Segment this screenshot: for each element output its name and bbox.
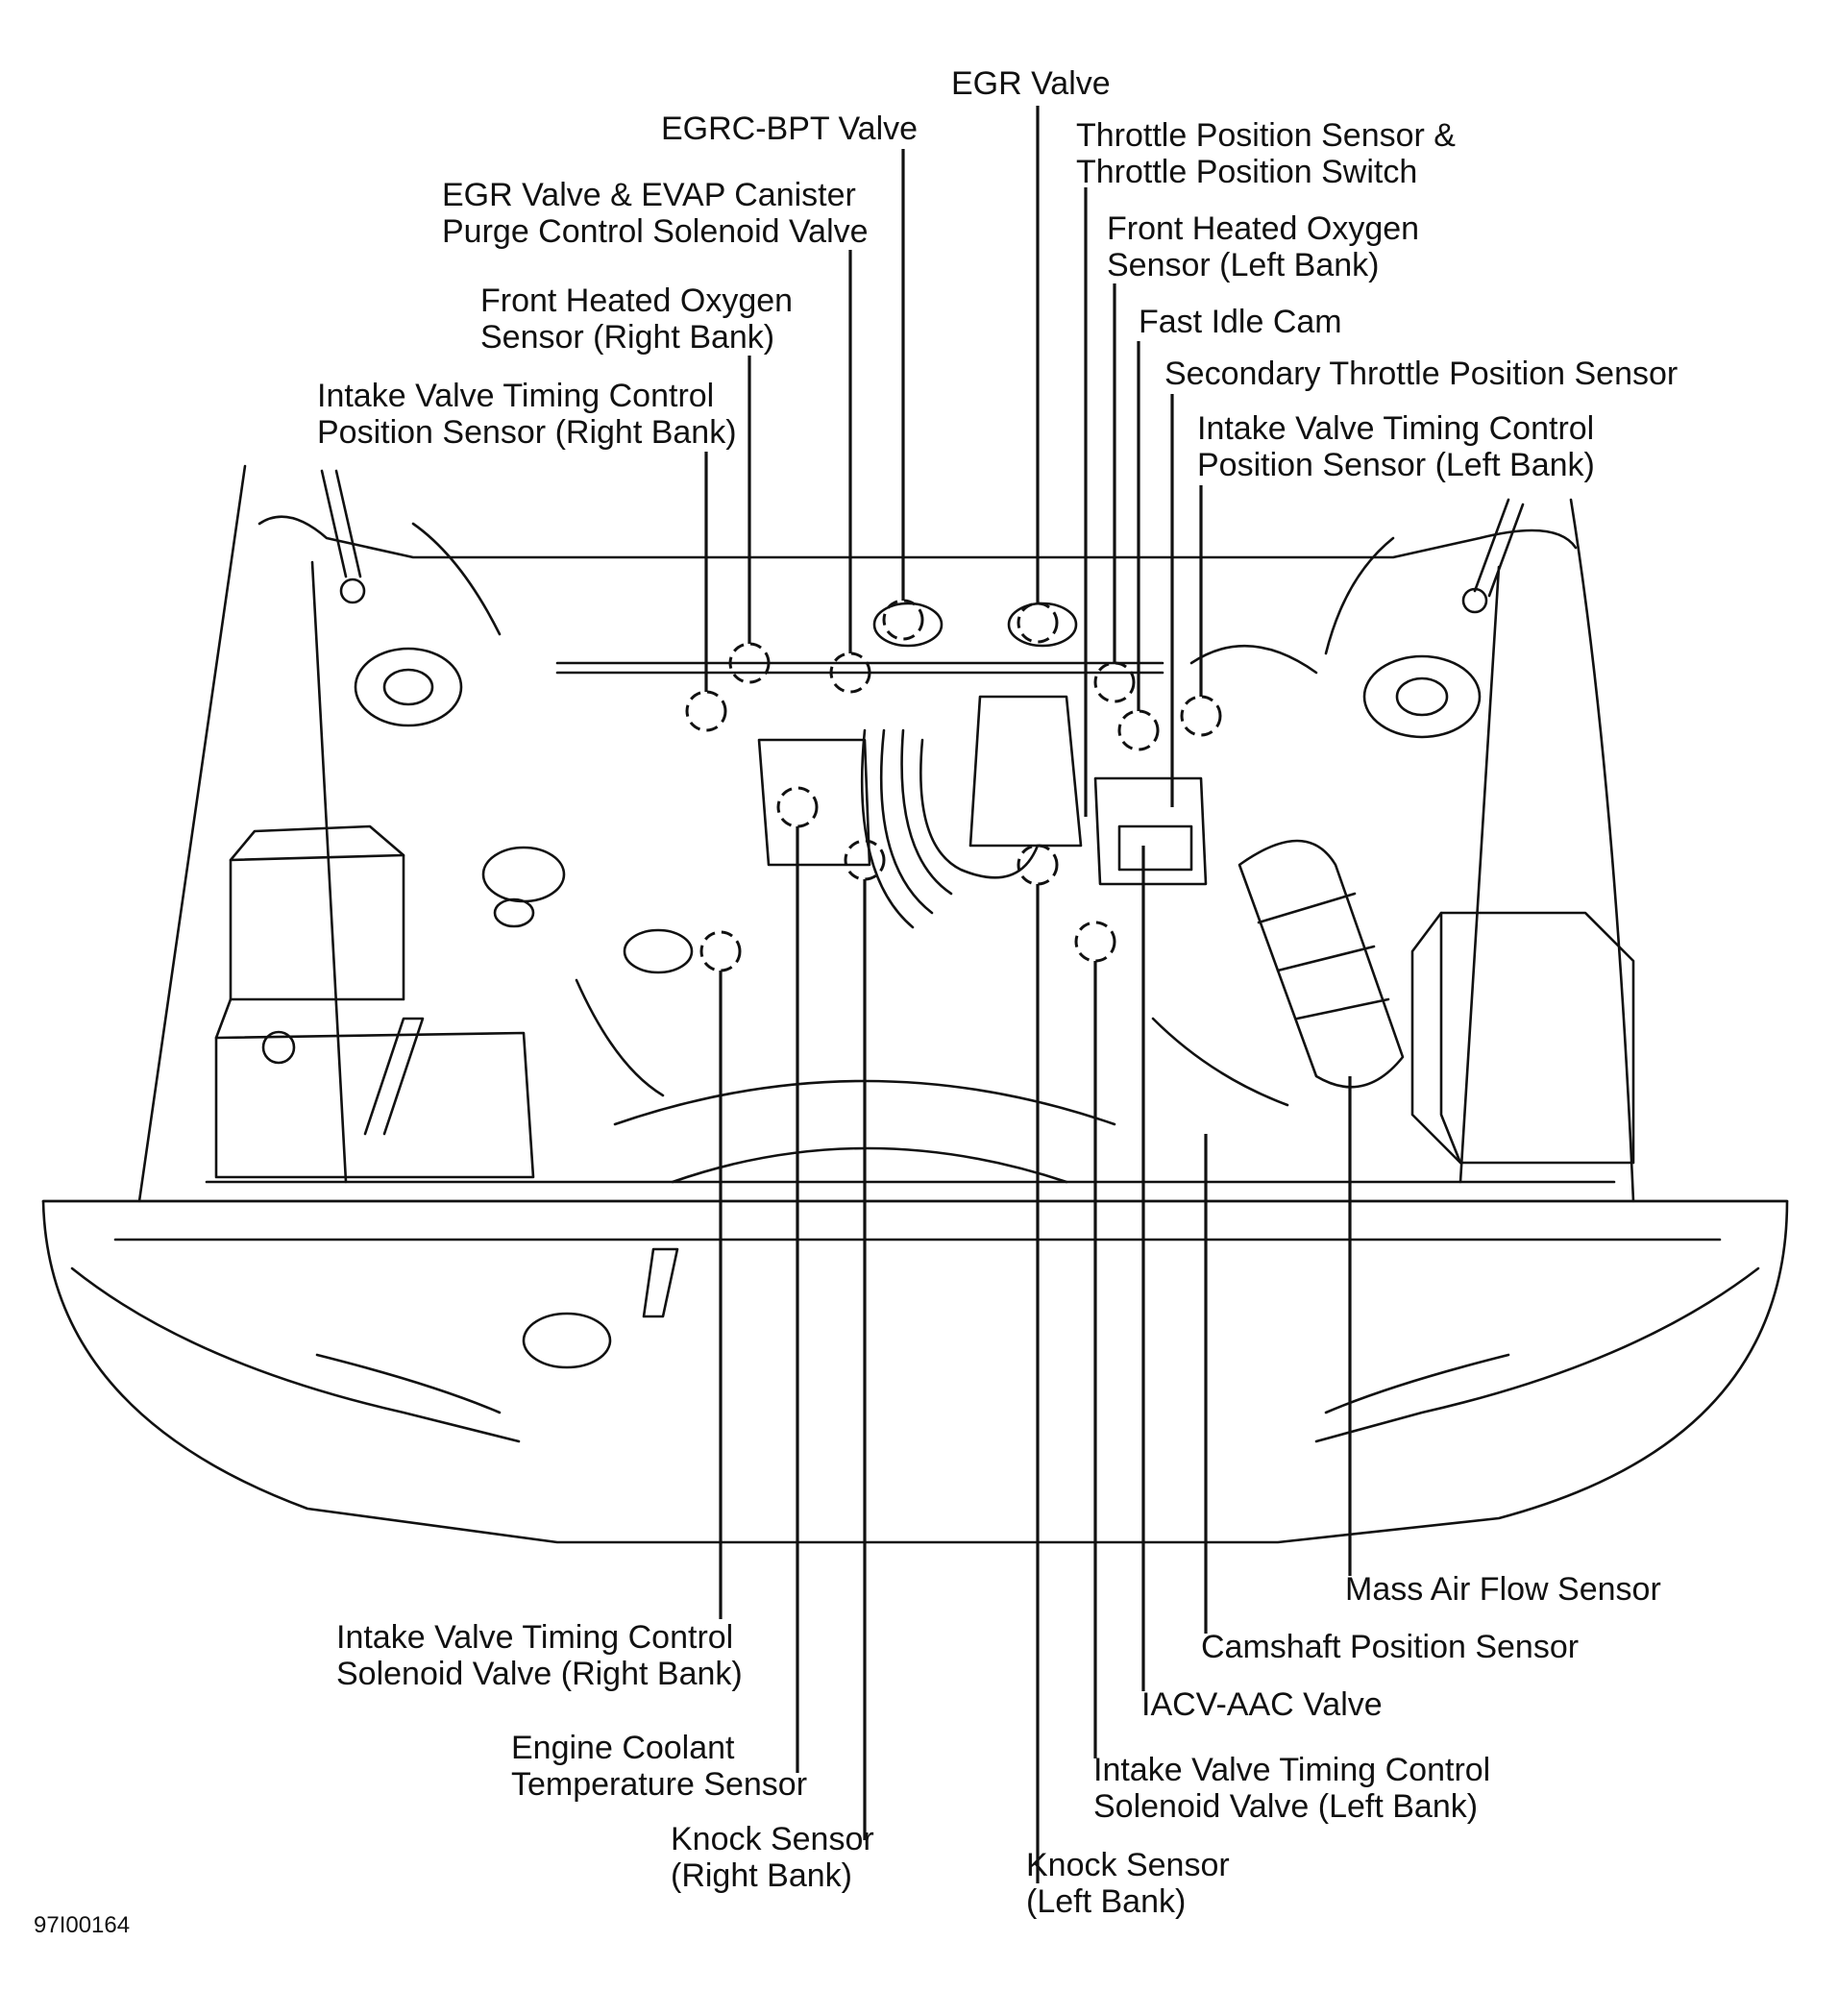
label-ivt-solenoid-left-line1: Intake Valve Timing Control <box>1093 1752 1491 1788</box>
label-ivt-position-right-line1: Intake Valve Timing Control <box>317 378 715 414</box>
label-egrc-bpt-valve-text: EGRC-BPT Valve <box>661 111 919 147</box>
label-front-o2-right-line2: Sensor (Right Bank) <box>480 319 775 356</box>
label-ivt-solenoid-left-line2: Solenoid Valve (Left Bank) <box>1093 1788 1479 1825</box>
leader-lines <box>704 106 1352 1883</box>
label-tps-line2: Throttle Position Switch <box>1076 154 1418 190</box>
marker-fast-idle-cam <box>1117 709 1160 751</box>
label-ivt-position-left-line1: Intake Valve Timing Control <box>1197 410 1595 447</box>
label-knock-right-line2: (Right Bank) <box>671 1857 852 1894</box>
marker-ivt-solenoid-left <box>1074 921 1116 963</box>
label-ivt-solenoid-right-line1: Intake Valve Timing Control <box>336 1619 734 1656</box>
marker-front-o2-right <box>728 642 771 684</box>
label-front-o2-left: Front Heated Oxygen Sensor (Left Bank) <box>1107 210 1419 283</box>
label-front-o2-left-line2: Sensor (Left Bank) <box>1107 247 1380 283</box>
label-ivt-solenoid-right-line2: Solenoid Valve (Right Bank) <box>336 1656 743 1692</box>
label-secondary-tps: Secondary Throttle Position Sensor <box>1164 356 1678 392</box>
label-knock-left-line1: Knock Sensor <box>1026 1847 1230 1883</box>
marker-knock-left <box>1017 844 1059 886</box>
label-ivt-solenoid-left: Intake Valve Timing Control Solenoid Val… <box>1093 1752 1490 1825</box>
marker-ivt-position-right <box>685 690 727 732</box>
label-camshaft-sensor: Camshaft Position Sensor <box>1201 1629 1579 1665</box>
label-egr-evap-solenoid: EGR Valve & EVAP Canister Purge Control … <box>442 177 869 250</box>
label-egrc-bpt-valve: EGRC-BPT Valve <box>661 111 918 147</box>
label-egr-valve-text: EGR Valve <box>951 65 1111 102</box>
label-maf-sensor: Mass Air Flow Sensor <box>1345 1571 1661 1608</box>
label-knock-left-line2: (Left Bank) <box>1026 1883 1187 1920</box>
label-maf-sensor-text: Mass Air Flow Sensor <box>1345 1571 1661 1608</box>
marker-ivt-position-left <box>1180 695 1222 737</box>
label-iacv-aac: IACV-AAC Valve <box>1141 1686 1383 1723</box>
label-ect-sensor: Engine Coolant Temperature Sensor <box>511 1730 807 1803</box>
label-tps-line1: Throttle Position Sensor & <box>1076 117 1456 154</box>
label-camshaft-sensor-text: Camshaft Position Sensor <box>1201 1629 1580 1665</box>
label-knock-left: Knock Sensor (Left Bank) <box>1026 1847 1230 1920</box>
marker-egr-valve <box>1017 602 1059 644</box>
marker-egrc-bpt-valve <box>882 599 924 641</box>
label-ivt-position-left: Intake Valve Timing Control Position Sen… <box>1197 410 1595 483</box>
marker-ect-sensor <box>776 786 819 828</box>
label-front-o2-right: Front Heated Oxygen Sensor (Right Bank) <box>480 283 793 356</box>
label-egr-evap-line2: Purge Control Solenoid Valve <box>442 213 869 250</box>
label-iacv-aac-text: IACV-AAC Valve <box>1141 1686 1383 1723</box>
label-secondary-tps-text: Secondary Throttle Position Sensor <box>1164 356 1679 392</box>
label-ivt-position-left-line2: Position Sensor (Left Bank) <box>1197 447 1595 483</box>
label-egr-evap-line1: EGR Valve & EVAP Canister <box>442 177 856 213</box>
label-fast-idle-cam: Fast Idle Cam <box>1139 304 1342 340</box>
label-knock-right: Knock Sensor (Right Bank) <box>671 1821 874 1894</box>
label-front-o2-left-line1: Front Heated Oxygen <box>1107 210 1420 247</box>
label-fast-idle-cam-text: Fast Idle Cam <box>1139 304 1342 340</box>
marker-egr-evap-solenoid <box>829 652 871 694</box>
marker-front-o2-left <box>1093 661 1136 703</box>
engine-drawing <box>41 464 1789 1544</box>
label-ivt-solenoid-right: Intake Valve Timing Control Solenoid Val… <box>336 1619 743 1692</box>
label-ivt-position-right: Intake Valve Timing Control Position Sen… <box>317 378 737 451</box>
component-markers <box>685 599 1222 972</box>
marker-knock-right <box>844 839 886 881</box>
label-egr-valve: EGR Valve <box>951 65 1111 102</box>
figure-id: 97I00164 <box>34 1912 131 1938</box>
label-ect-line1: Engine Coolant <box>511 1730 735 1766</box>
label-front-o2-right-line1: Front Heated Oxygen <box>480 283 794 319</box>
label-ect-line2: Temperature Sensor <box>511 1766 808 1803</box>
label-knock-right-line1: Knock Sensor <box>671 1821 874 1857</box>
label-tps: Throttle Position Sensor & Throttle Posi… <box>1076 117 1456 190</box>
label-ivt-position-right-line2: Position Sensor (Right Bank) <box>317 414 737 451</box>
marker-ivt-solenoid-right <box>699 930 742 972</box>
